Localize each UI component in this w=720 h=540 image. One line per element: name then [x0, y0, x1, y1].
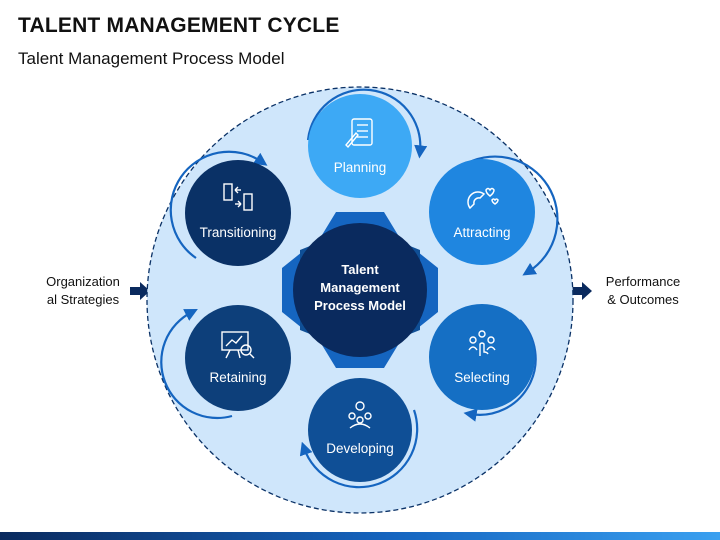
stage-label: Attracting	[453, 225, 510, 240]
stage-label: Transitioning	[200, 225, 277, 240]
input-label-line2: al Strategies	[46, 292, 120, 307]
team-growth-icon	[348, 401, 372, 429]
input-label: Organization al Strategies	[28, 273, 138, 309]
stage-retaining: Retaining	[160, 305, 291, 420]
stage-developing: Developing	[299, 378, 419, 489]
stage-label: Selecting	[454, 370, 510, 385]
stage-arc	[160, 309, 233, 420]
stage-selecting: Selecting	[429, 304, 537, 422]
stage-attracting: Attracting	[429, 155, 559, 276]
center-circle	[293, 223, 427, 357]
stage-arc	[169, 150, 268, 259]
center-line2: Management	[320, 280, 400, 295]
presentation-chart-icon	[221, 331, 255, 359]
footer-bar	[0, 532, 720, 540]
page-title: TALENT MANAGEMENT CYCLE	[18, 14, 340, 37]
exchange-icon	[223, 183, 253, 211]
people-selection-icon	[468, 330, 496, 356]
stage-arc	[463, 319, 537, 422]
output-label: Performance & Outcomes	[588, 273, 698, 309]
output-label-line2: & Outcomes	[607, 292, 679, 307]
stage-planning: Planning	[306, 88, 428, 198]
stage-arc	[461, 155, 559, 276]
input-arrow-icon	[130, 282, 150, 300]
output-label-line1: Performance	[605, 274, 681, 289]
stage-arc	[306, 88, 428, 159]
checklist-icon	[345, 118, 373, 149]
center-line1: Talent	[341, 262, 379, 277]
input-label-line1: Organization	[46, 274, 120, 289]
stage-label: Developing	[326, 441, 394, 456]
output-arrow-icon	[572, 282, 592, 300]
stage-transitioning: Transitioning	[169, 150, 291, 266]
stage-arc	[299, 409, 419, 489]
magnet-icon	[467, 187, 499, 210]
stage-label: Retaining	[209, 370, 266, 385]
stage-label: Planning	[334, 160, 387, 175]
page-subtitle: Talent Management Process Model	[18, 49, 285, 68]
center-line3: Process Model	[314, 298, 406, 313]
